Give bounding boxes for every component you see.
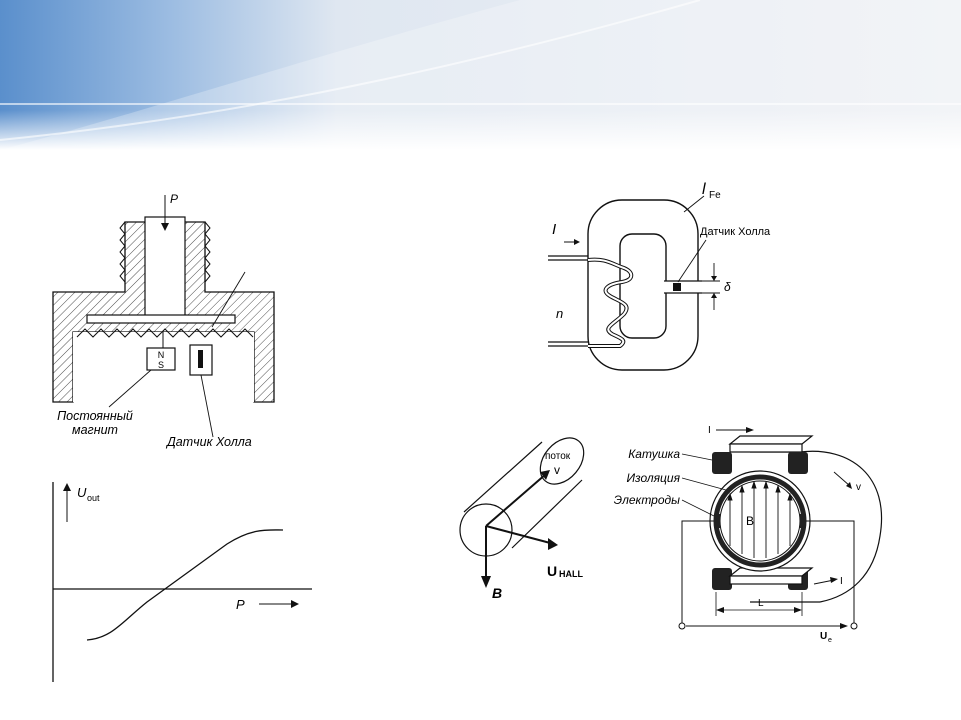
length-label: L — [758, 598, 764, 609]
core-symbol: l — [702, 181, 706, 198]
magnet-south-label: S — [158, 360, 164, 370]
hall-sensor-label-2: Датчик Холла — [700, 226, 771, 238]
core-subscript: Fe — [709, 190, 721, 201]
flowmeter-diagram: поток v U HALL B B U e — [459, 425, 883, 644]
current-bottom-label: I — [840, 576, 843, 587]
insulation-label: Изоляция — [626, 471, 680, 485]
pressure-label: P — [170, 192, 178, 206]
hall-voltage-subscript: HALL — [559, 569, 583, 579]
electrodes-label: Электроды — [614, 493, 680, 507]
voltage-subscript: e — [828, 637, 832, 644]
flowmeter-panel: поток v U HALL B B U e — [450, 416, 896, 646]
x-axis-symbol: P — [236, 597, 245, 612]
output-graph: U out P — [52, 482, 312, 682]
magnet-label-line2: магнит — [72, 423, 118, 437]
current-label: I — [552, 221, 556, 238]
hall-sensor-label: Датчик Холла — [165, 435, 252, 449]
voltage-symbol: U — [820, 631, 827, 642]
y-axis-symbol: U — [77, 485, 87, 500]
output-graph-panel: U out P — [27, 462, 321, 692]
gap-label: δ — [724, 280, 731, 294]
header-banner — [0, 0, 961, 150]
flow-label: поток — [545, 451, 571, 462]
field-label: B — [492, 585, 502, 601]
pressure-sensor-panel: N S P Постоянный магнит Датчик Холла — [27, 187, 321, 457]
magnet-north-label: N — [158, 350, 165, 360]
current-sensor-panel: I n l Fe Датчик Холла δ — [548, 178, 782, 384]
coil-label: Катушка — [628, 447, 680, 461]
hall-voltage-symbol: U — [547, 563, 557, 579]
current-top-label: I — [708, 425, 711, 436]
inner-field-label: B — [746, 514, 754, 528]
current-sensor-diagram: I n l Fe Датчик Холла δ — [548, 181, 771, 371]
velocity-right-label: v — [856, 482, 861, 493]
pressure-sensor-diagram: N S P Постоянный магнит Датчик Холла — [52, 192, 275, 449]
y-axis-subscript: out — [87, 493, 100, 503]
magnet-label-line1: Постоянный — [57, 409, 133, 423]
turns-label: n — [556, 306, 563, 321]
velocity-label: v — [554, 463, 560, 477]
